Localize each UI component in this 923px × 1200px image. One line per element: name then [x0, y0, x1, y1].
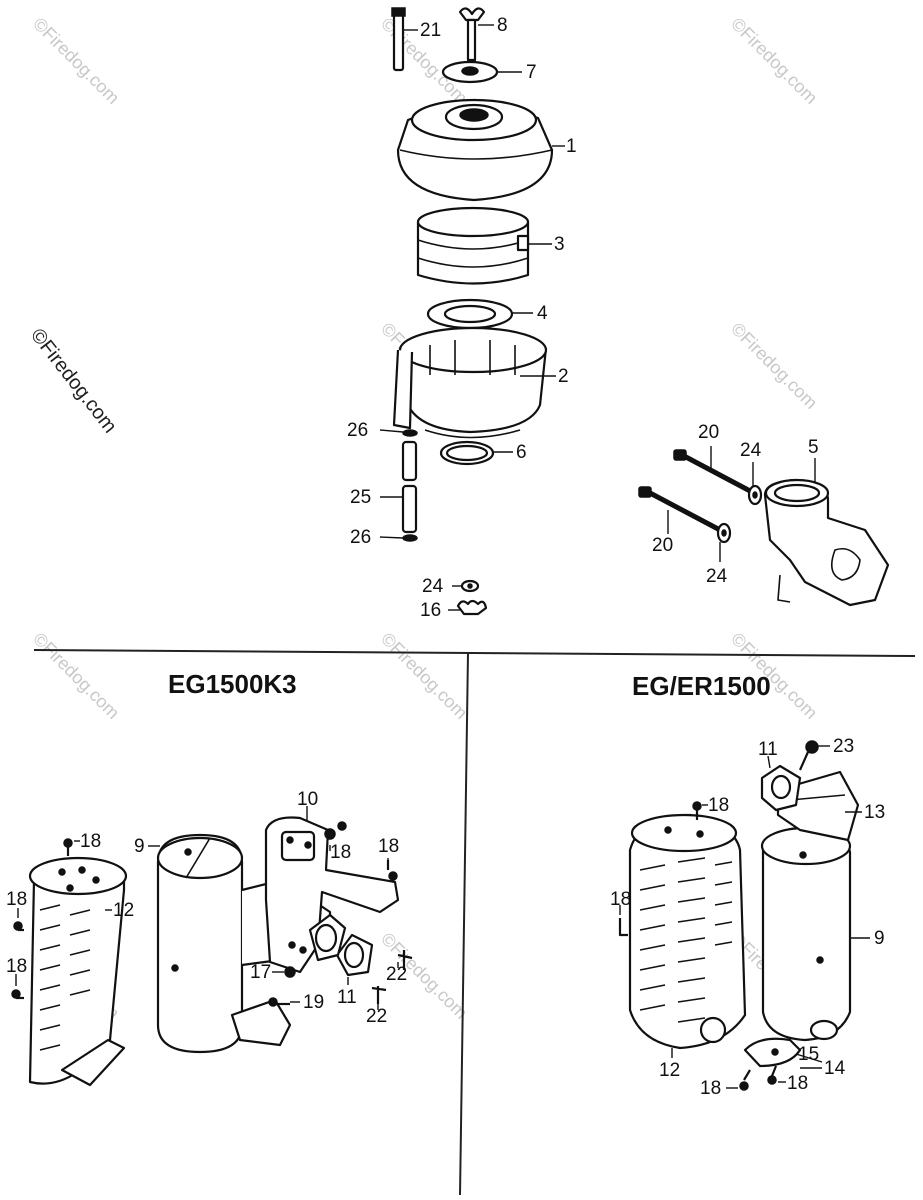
callout-18-left-side-lower: 18	[6, 956, 27, 977]
callout-20-upper: 20	[698, 422, 719, 443]
callout-18-left-top: 18	[80, 831, 101, 852]
exhaust-flange	[308, 913, 347, 962]
callout-21: 21	[420, 20, 441, 41]
model-label-left: EG1500K3	[168, 669, 297, 699]
callout-9-left: 9	[134, 836, 145, 857]
watermark: ©Firedog.com	[29, 14, 123, 108]
callout-22-upper: 22	[386, 964, 407, 985]
screw-18-top	[63, 838, 73, 856]
callout-23: 23	[833, 736, 854, 757]
gasket-4	[426, 298, 514, 330]
screw-18-side-upper	[13, 921, 24, 932]
callout-18-right-bottom-left: 18	[700, 1078, 721, 1099]
muffler-protector-12-right	[628, 813, 747, 1050]
stud-22-lower	[371, 986, 387, 1004]
muffler-assembly-eg1500k3: 12 18 18 18 9 10	[6, 789, 413, 1087]
callout-5: 5	[808, 437, 819, 458]
callout-18-left-side-upper: 18	[6, 889, 27, 910]
callout-18-right-side: 18	[610, 889, 631, 910]
callout-22-lower: 22	[366, 1006, 387, 1027]
callout-1: 1	[566, 136, 577, 157]
watermark: ©Firedog.com	[377, 629, 471, 723]
callout-26-bottom: 26	[350, 527, 371, 548]
muffler-assembly-eg-er1500: 12 9 13 11 23 18	[610, 736, 885, 1099]
bolt-23	[798, 740, 819, 771]
washer-24-lower	[716, 522, 732, 544]
model-label-right: EG/ER1500	[632, 671, 771, 701]
wing-bolt-8	[458, 7, 486, 62]
section-divider-vertical	[459, 652, 469, 1196]
gasket-11-right	[760, 764, 802, 812]
bolt-19	[268, 997, 290, 1007]
callout-14: 14	[824, 1058, 846, 1079]
screw-18-right-side	[618, 918, 628, 937]
nut-18-bracket	[324, 821, 347, 840]
callout-15: 15	[798, 1044, 819, 1065]
callout-11-left: 11	[337, 987, 357, 1008]
callout-10: 10	[297, 789, 318, 810]
bracket-14	[743, 1037, 802, 1068]
screw-18-side-lower	[11, 989, 24, 1000]
screw-18-right-bottom-left	[739, 1069, 751, 1091]
callout-3: 3	[554, 234, 565, 255]
washer-24-upper	[747, 484, 763, 506]
callout-24-center: 24	[422, 576, 444, 597]
callout-4: 4	[537, 303, 548, 324]
watermark: ©Firedog.com	[727, 14, 821, 108]
breather-tube-25	[401, 440, 418, 534]
air-cleaner-cover-1	[396, 98, 554, 202]
stud-22-upper	[397, 950, 413, 970]
screw-18-right	[386, 860, 398, 881]
callout-17: 17	[250, 962, 271, 983]
callout-8: 8	[497, 15, 508, 36]
screw-18-right-top	[692, 801, 702, 820]
o-ring-6	[439, 440, 495, 466]
callout-16: 16	[420, 600, 441, 621]
callout-7: 7	[526, 62, 537, 83]
callout-26-top: 26	[347, 420, 368, 441]
filter-element-3	[416, 206, 530, 285]
callout-9-right: 9	[874, 928, 885, 949]
watermark: ©Firedog.com	[727, 319, 821, 413]
nut-17	[284, 966, 296, 978]
callout-12-right: 12	[659, 1060, 680, 1081]
gasket-11-left	[335, 933, 374, 977]
muffler-9-right	[760, 826, 852, 1042]
callout-20-lower: 20	[652, 535, 673, 556]
screw-18-right-bottom-right	[767, 1065, 778, 1085]
bolt-20-lower	[638, 486, 722, 533]
air-cleaner-assembly: 21 8 7 1	[347, 7, 890, 621]
air-cleaner-case-2	[392, 326, 548, 439]
muffler-bracket-10	[264, 816, 400, 974]
callout-24-upper: 24	[740, 440, 762, 461]
watermark-main: ©Firedog.com	[26, 325, 121, 438]
callout-24-lower: 24	[706, 566, 728, 587]
callout-19: 19	[303, 992, 324, 1013]
callout-11-right: 11	[758, 739, 778, 760]
callout-18-left-right: 18	[378, 836, 399, 857]
section-divider-horizontal	[33, 649, 916, 657]
bolt-20-upper	[673, 449, 754, 495]
callout-18-right-bottom-right: 18	[787, 1073, 808, 1094]
bolt-21	[391, 7, 406, 72]
muffler-protector-12	[28, 856, 128, 1087]
callout-18-right-top: 18	[708, 795, 729, 816]
callout-6: 6	[516, 442, 527, 463]
tube-clip-26-bottom	[402, 534, 418, 542]
elbow-joint-5	[763, 478, 890, 607]
tube-clip-26-top	[402, 429, 418, 437]
callout-2: 2	[558, 366, 569, 387]
washer-24	[460, 579, 480, 593]
callout-12-left: 12	[113, 900, 134, 921]
watermark: ©Firedog.com	[29, 629, 123, 723]
callout-18-bracket: 18	[330, 842, 351, 863]
washer-7	[441, 60, 499, 84]
callout-25: 25	[350, 487, 371, 508]
callout-13: 13	[864, 802, 885, 823]
wing-nut-16	[456, 599, 488, 616]
